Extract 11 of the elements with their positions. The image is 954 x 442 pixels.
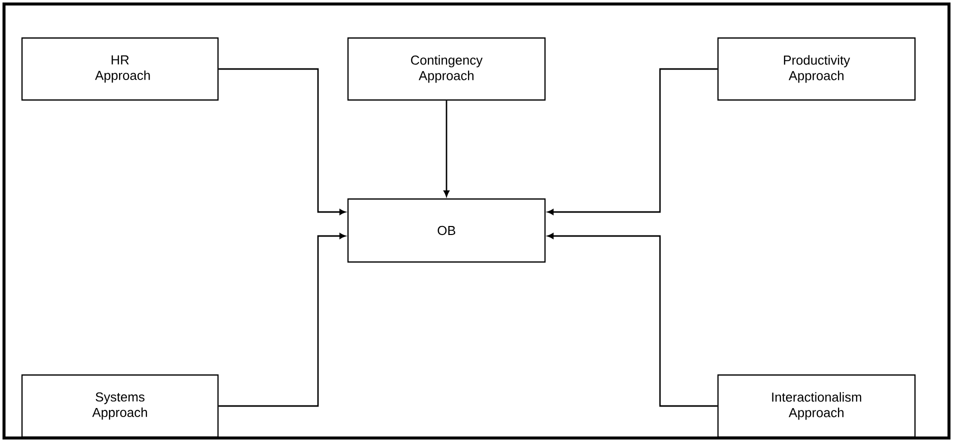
arrow bbox=[547, 233, 718, 407]
arrow bbox=[218, 233, 346, 407]
process-box: Interactionalism Approach bbox=[717, 374, 916, 438]
arrow bbox=[547, 68, 718, 215]
process-box: HR Approach bbox=[21, 37, 219, 101]
process-box: Contingency Approach bbox=[347, 37, 546, 101]
process-box: Systems Approach bbox=[21, 374, 219, 438]
process-box: OB bbox=[347, 198, 546, 263]
process-box: Productivity Approach bbox=[717, 37, 916, 101]
arrow bbox=[218, 68, 346, 215]
arrow bbox=[444, 100, 450, 197]
